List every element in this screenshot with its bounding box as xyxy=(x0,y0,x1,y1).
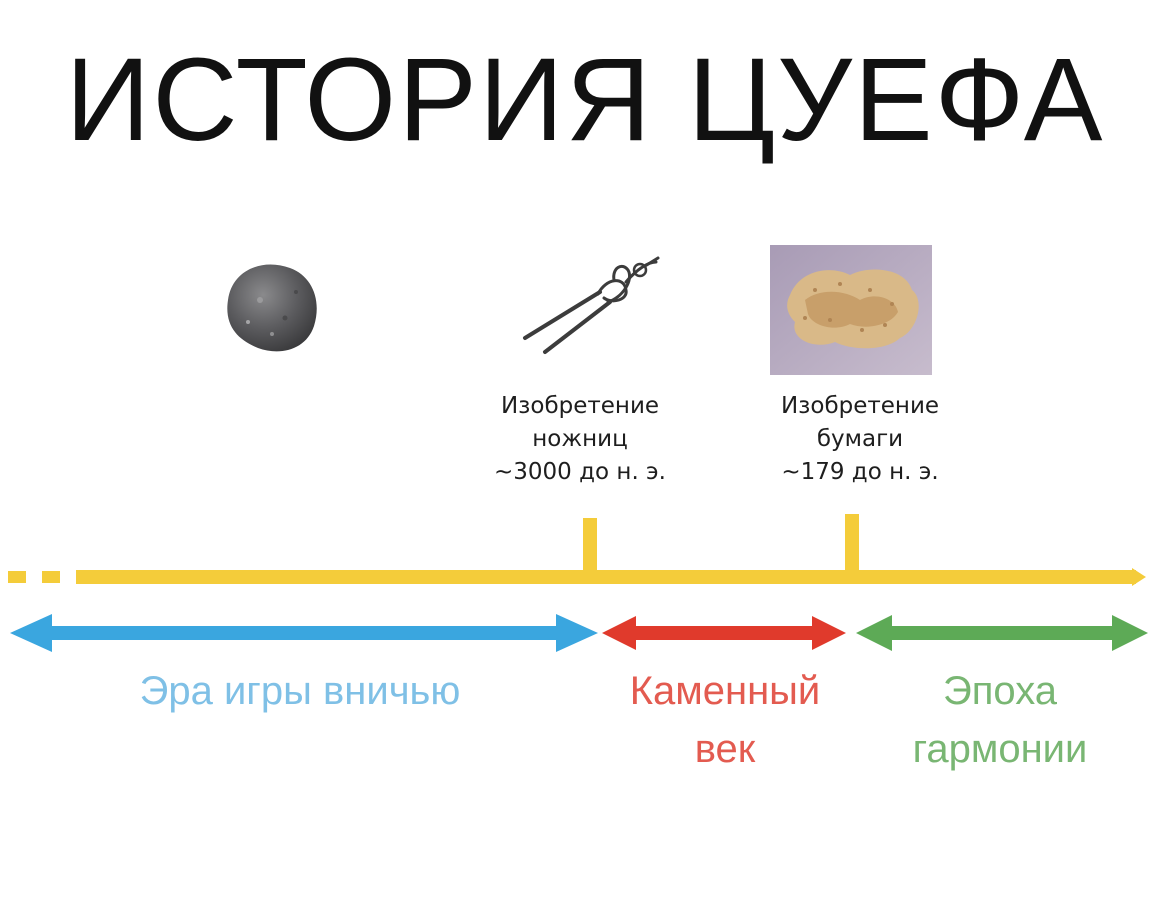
paper-icon xyxy=(770,245,932,375)
era-label-draw: Эра игры вничью xyxy=(100,665,500,717)
rock-icon xyxy=(227,264,317,352)
event-label-paper: Изобретение бумаги ~179 до н. э. xyxy=(710,390,1010,489)
scissors-icon xyxy=(523,256,660,354)
event-date: ~3000 до н. э. xyxy=(494,459,666,485)
timeline-marker-paper xyxy=(845,514,859,574)
event-title: Изобретение xyxy=(780,393,940,419)
main-timeline xyxy=(8,514,1146,586)
event-title: Изобретение xyxy=(500,393,660,419)
era-label-harmony: Эпоха гармонии xyxy=(860,665,1140,775)
era-name-second-line: век xyxy=(694,727,756,771)
timeline-dash xyxy=(8,571,26,583)
event-subject: бумаги xyxy=(816,426,904,452)
timeline-arrowhead xyxy=(1132,568,1146,586)
era-name-second-line: гармонии xyxy=(912,727,1088,771)
era-name: Каменный xyxy=(629,669,821,713)
timeline-dash xyxy=(42,571,60,583)
era-label-stone-age: Каменный век xyxy=(600,665,850,775)
timeline-marker-scissors xyxy=(583,518,597,574)
era-arrow-stone-age xyxy=(602,616,846,650)
era-name: Эра игры вничью xyxy=(139,669,461,713)
era-arrow-harmony xyxy=(856,615,1148,651)
era-name: Эпоха xyxy=(942,669,1057,713)
event-label-scissors: Изобретение ножниц ~3000 до н. э. xyxy=(430,390,730,489)
event-date: ~179 до н. э. xyxy=(781,459,939,485)
page-title: ИСТОРИЯ ЦУЕФА xyxy=(65,34,1105,166)
era-arrow-draw xyxy=(10,614,598,652)
event-subject: ножниц xyxy=(532,426,628,452)
timeline-bar xyxy=(76,570,1136,584)
